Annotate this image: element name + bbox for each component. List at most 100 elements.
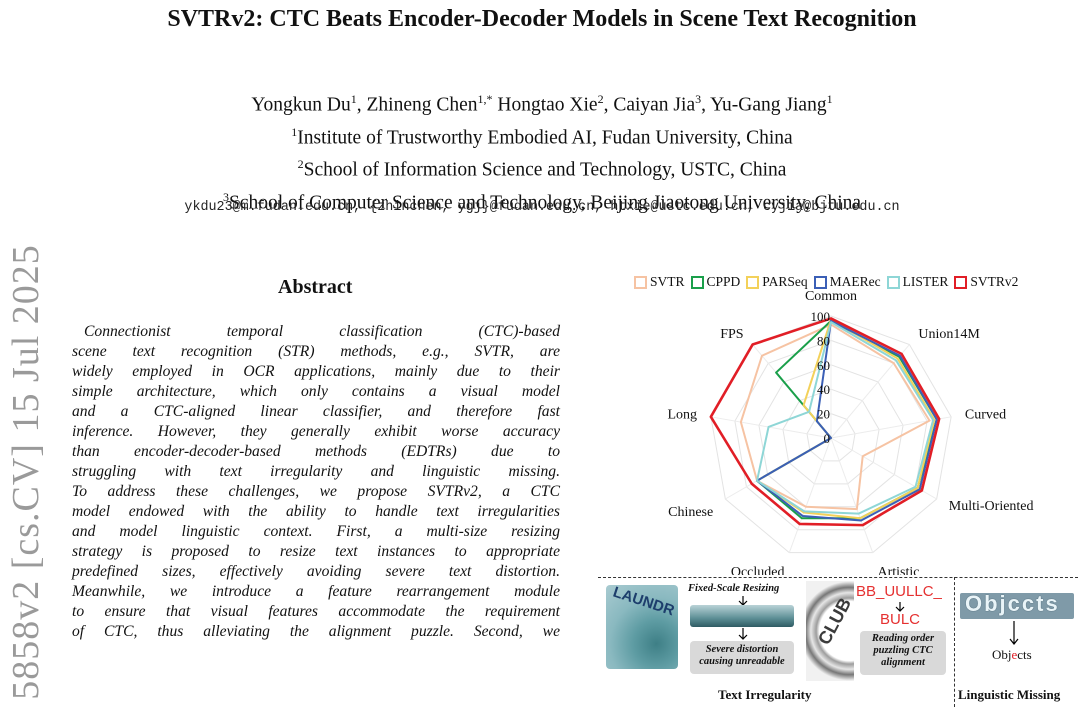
- radar-spoke: [710, 416, 832, 439]
- arxiv-stamp-text: 5858v2 [cs.CV] 15 Jul 2025: [5, 243, 47, 700]
- abstract-line: scene text recognition (STR) methods, e.…: [72, 343, 560, 360]
- objects-output-part: cts: [1017, 647, 1032, 662]
- legend-label: MAERec: [829, 274, 881, 289]
- legend-label: CPPD: [706, 274, 741, 289]
- arrow-down-icon: [1009, 621, 1019, 645]
- radial-tick-label: 0: [824, 431, 831, 446]
- affiliation-text: Institute of Trustworthy Embodied AI, Fu…: [297, 127, 793, 148]
- affiliation-mark: 1: [291, 124, 298, 139]
- objects-output-fixed-char: e: [1011, 647, 1018, 662]
- author-separator: ,: [356, 94, 367, 116]
- axis-category-label: Occluded: [731, 565, 785, 575]
- legend-item: SVTR: [634, 274, 685, 290]
- series-svtrv2-line: [709, 317, 941, 527]
- author-affiliation-mark: 2: [597, 92, 604, 106]
- radial-tick-label: 80: [817, 333, 830, 348]
- author-block: Yongkun Du1, Zhineng Chen1,* Hongtao Xie…: [0, 86, 1084, 216]
- author-name: Yu-Gang Jiang: [710, 94, 827, 116]
- author-affiliation-mark: 1,*: [477, 92, 493, 106]
- affiliation-list: 1Institute of Trustworthy Embodied AI, F…: [0, 119, 1084, 217]
- legend-swatch: [886, 275, 900, 289]
- legend-swatch: [954, 275, 968, 289]
- legend-item: LISTER: [886, 274, 949, 290]
- author-name: Caiyan Jia: [613, 94, 696, 116]
- legend-item: MAERec: [813, 274, 881, 290]
- author-affiliation-mark: 1: [826, 92, 833, 106]
- author-affiliation-mark: 1: [350, 92, 357, 106]
- arrow-down-icon: [738, 628, 748, 640]
- abstract-line: and a CTC-aligned linear classifier, and…: [72, 403, 560, 420]
- radar-spoke: [830, 416, 952, 439]
- abstract-body: Connectionist temporal classification (C…: [72, 322, 560, 642]
- author-affiliation-mark: 3: [695, 92, 702, 106]
- reading-order-line: alignment: [881, 657, 925, 668]
- objects-output: Objects: [992, 647, 1032, 663]
- affiliation-text: School of Information Science and Techno…: [303, 159, 787, 181]
- dashed-top-border: [598, 577, 1078, 578]
- objects-image: Objccts: [960, 591, 1074, 619]
- arxiv-stamp: 5858v2 [cs.CV] 15 Jul 2025: [5, 230, 47, 713]
- dashed-divider: [954, 577, 955, 707]
- launder-image: LAUNDR: [606, 585, 678, 669]
- objects-image-text: Objccts: [965, 591, 1060, 616]
- author-name: Zhineng Chen: [366, 94, 478, 116]
- axis-category-label: Multi-Oriented: [949, 499, 1034, 514]
- abstract-line: than encoder-decoder-based methods (EDTR…: [72, 443, 560, 460]
- objects-output-part: Obj: [992, 647, 1012, 662]
- text-irregularity-caption: Text Irregularity: [718, 687, 812, 702]
- radar-grid-ring: [806, 413, 856, 462]
- abstract-line: widely employed in OCR applications, mai…: [72, 363, 560, 380]
- reading-order-line: puzzling CTC: [873, 645, 933, 656]
- legend-label: LISTER: [902, 274, 949, 289]
- radar-spoke: [830, 437, 874, 553]
- radar-grid-ring: [782, 388, 880, 485]
- abstract-line: predefined sizes, effectively avoiding s…: [72, 563, 560, 580]
- radial-tick-label: 100: [811, 309, 831, 324]
- abstract-line: of CTC, thus alleviating the alignment p…: [72, 623, 560, 640]
- distortion-note: Severe distortion causing unreadable: [690, 641, 794, 674]
- affiliation-mark: 2: [297, 157, 304, 171]
- abstract-line: struggling with text irregularity and li…: [72, 463, 560, 480]
- legend-label: SVTR: [650, 274, 685, 289]
- abstract-line: and model linguistic context. First, a m…: [72, 523, 560, 540]
- distorted-image: [690, 605, 794, 627]
- author-line: Yongkun Du1, Zhineng Chen1,* Hongtao Xie…: [0, 86, 1084, 119]
- abstract-line: Connectionist temporal classification (C…: [84, 323, 560, 340]
- email-line: ykdu23@m.fudan.edu.cn, {zhinchen, ygj}@f…: [184, 200, 900, 215]
- series-svtr-line: [739, 323, 931, 511]
- abstract-heading: Abstract: [278, 276, 353, 298]
- legend-swatch: [813, 275, 827, 289]
- legend-item: SVTRv2: [954, 274, 1018, 290]
- legend-label: PARSeq: [762, 274, 808, 289]
- reading-order-note: Reading order puzzling CTC alignment: [860, 631, 946, 675]
- legend-swatch: [634, 275, 647, 289]
- affiliation: 2School of Information Science and Techn…: [0, 151, 1084, 184]
- axis-category-label: Long: [668, 407, 698, 422]
- ctc-output-bottom: BULC: [880, 611, 921, 628]
- author-separator: ,: [603, 94, 614, 116]
- author-name: Hongtao Xie: [497, 94, 598, 116]
- axis-category-label: Common: [805, 289, 857, 304]
- axis-category-label: FPS: [720, 327, 743, 342]
- arrow-down-icon: [895, 602, 905, 612]
- reading-order-line: Reading order: [871, 633, 935, 644]
- author-name: Yongkun Du: [251, 94, 351, 116]
- radar-grid-ring: [758, 364, 904, 508]
- author-separator: ,: [701, 94, 711, 116]
- radial-tick-label: 60: [817, 358, 830, 373]
- abstract-line: simple architecture, which only contains…: [72, 383, 560, 400]
- abstract-line: inference. However, they generally exhib…: [72, 423, 560, 440]
- affiliation: 3School of Computer Science and Technolo…: [0, 184, 1084, 217]
- distortion-note-line: Severe distortion: [705, 644, 779, 655]
- legend-label: SVTRv2: [970, 274, 1019, 289]
- radar-grid-ring: [734, 339, 928, 531]
- radar-spoke: [788, 437, 832, 553]
- linguistic-missing-caption: Linguistic Missing: [958, 687, 1061, 702]
- abstract-line: Meanwhile, we introduce a feature rearra…: [72, 583, 560, 600]
- axis-category-label: Artistic: [878, 565, 920, 575]
- abstract-line: strategy is proposed to resize text inst…: [72, 543, 560, 560]
- ctc-output-top: BB_UULLC_: [856, 583, 942, 600]
- axis-category-label: Chinese: [668, 505, 713, 520]
- series-maerec-line: [756, 319, 938, 522]
- fixed-scale-label: Fixed-Scale Resizing: [688, 583, 780, 594]
